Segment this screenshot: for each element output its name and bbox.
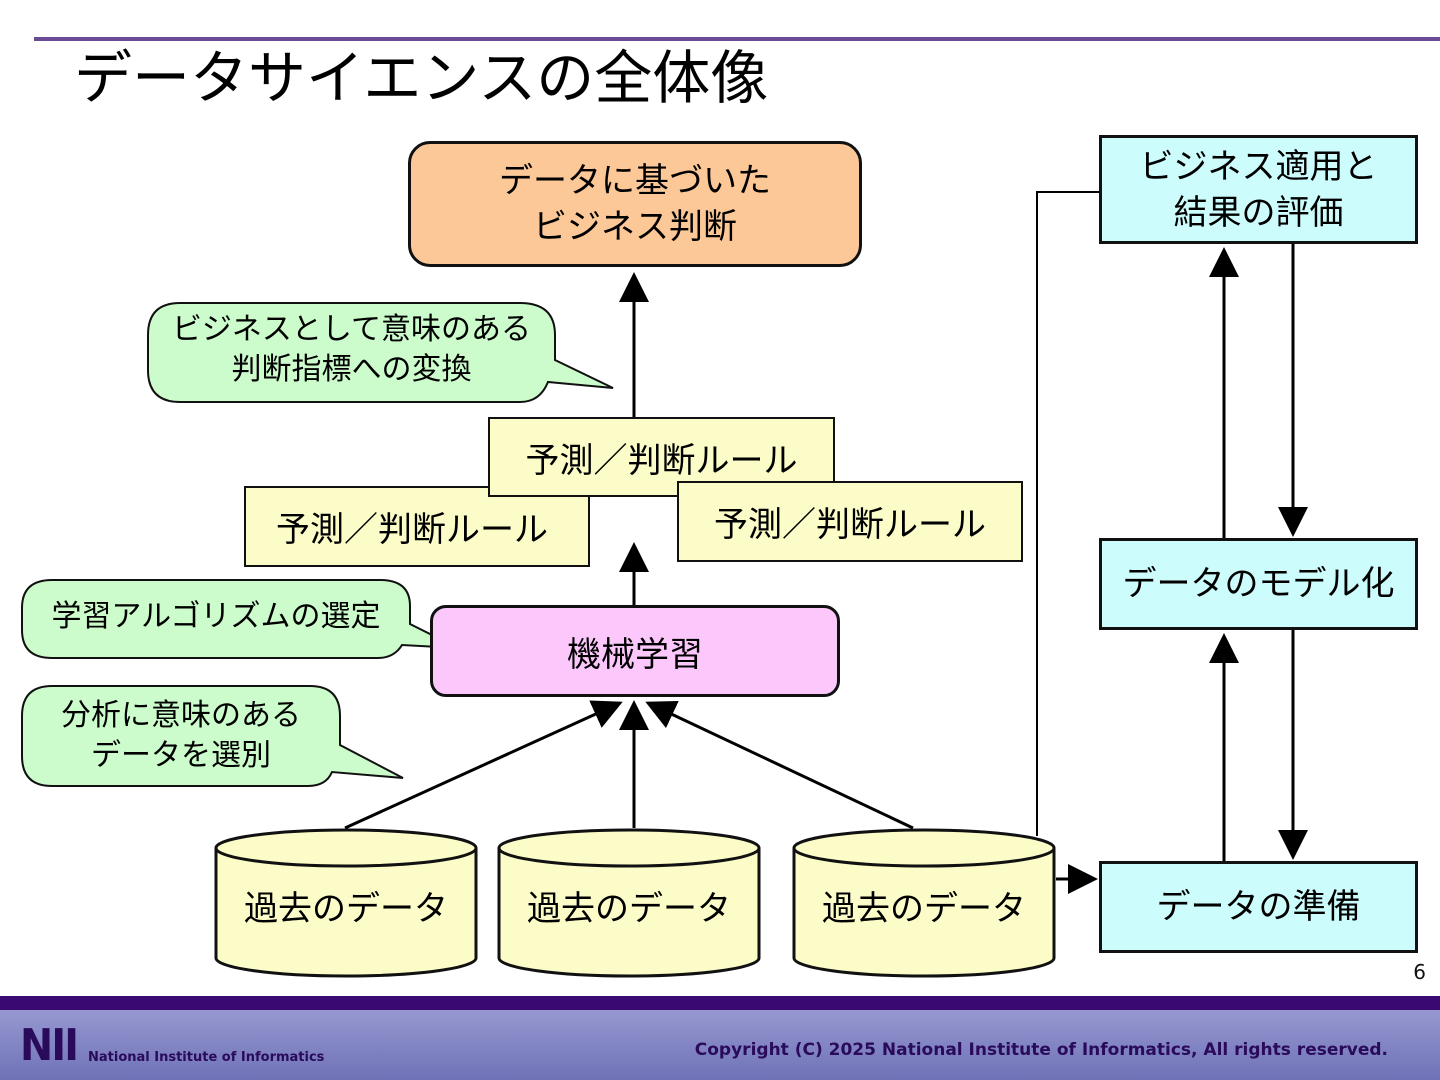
preparation-label: データの準備 xyxy=(1156,887,1361,927)
machine-learning-box: 機械学習 xyxy=(430,605,840,697)
callout-select-line-2: データを選別 xyxy=(91,738,271,773)
callout-transform-line-1: ビジネスとして意味のある xyxy=(171,312,532,347)
apply-line-2: 結果の評価 xyxy=(1173,192,1344,233)
rule-note-3-label: 予測／判断ルール xyxy=(714,505,986,545)
rule-note-3: 予測／判断ルール xyxy=(677,481,1023,562)
title-rule xyxy=(34,37,1440,41)
data-store-3-label: 過去のデータ xyxy=(822,889,1026,929)
apply-evaluate-box: ビジネス適用と 結果の評価 xyxy=(1099,135,1418,244)
preparation-box: データの準備 xyxy=(1099,861,1418,953)
decision-box: データに基づいた ビジネス判断 xyxy=(408,141,862,267)
nii-logo: NII xyxy=(20,1020,79,1071)
modeling-box: データのモデル化 xyxy=(1099,538,1418,630)
arrow-data1-to-ml xyxy=(344,700,623,830)
callout-algorithm-text: 学習アルゴリズムの選定 xyxy=(51,599,381,634)
arrow-data3-to-ml xyxy=(645,700,914,830)
slide-title: データサイエンスの全体像 xyxy=(74,44,769,112)
data-store-2-label: 過去のデータ xyxy=(527,889,731,929)
copyright-text: Copyright (C) 2025 National Institute of… xyxy=(694,1040,1388,1060)
rule-note-1-label: 予測／判断ルール xyxy=(276,510,548,550)
decision-line-1: データに基づいた xyxy=(499,161,771,201)
data-store-3 xyxy=(792,828,1056,978)
decision-line-2: ビジネス判断 xyxy=(533,207,737,247)
data-store-2 xyxy=(497,828,761,978)
footer-top-band xyxy=(0,996,1440,1010)
modeling-label: データのモデル化 xyxy=(1122,564,1395,604)
callout-select-line-1: 分析に意味のある xyxy=(61,698,301,733)
callout-transform xyxy=(147,302,614,403)
footer-bar xyxy=(0,996,1440,1080)
page-number: 6 xyxy=(1413,960,1426,984)
data-store-1 xyxy=(214,828,478,978)
machine-learning-label: 機械学習 xyxy=(567,634,703,675)
callout-algorithm xyxy=(21,579,459,659)
nii-logo-subtitle: National Institute of Informatics xyxy=(88,1050,325,1065)
callout-transform-text: ビジネスとして意味のある 判断指標への変換 xyxy=(148,310,555,390)
callout-transform-line-2: 判断指標への変換 xyxy=(231,352,472,387)
rule-note-1: 予測／判断ルール xyxy=(244,486,590,567)
connector-data-to-apply xyxy=(1036,191,1099,836)
rule-note-2-label: 予測／判断ルール xyxy=(525,440,798,481)
data-store-1-label: 過去のデータ xyxy=(244,889,448,929)
callout-select-text: 分析に意味のある データを選別 xyxy=(22,696,340,776)
callout-select xyxy=(21,685,404,787)
apply-line-1: ビジネス適用と xyxy=(1139,146,1378,187)
